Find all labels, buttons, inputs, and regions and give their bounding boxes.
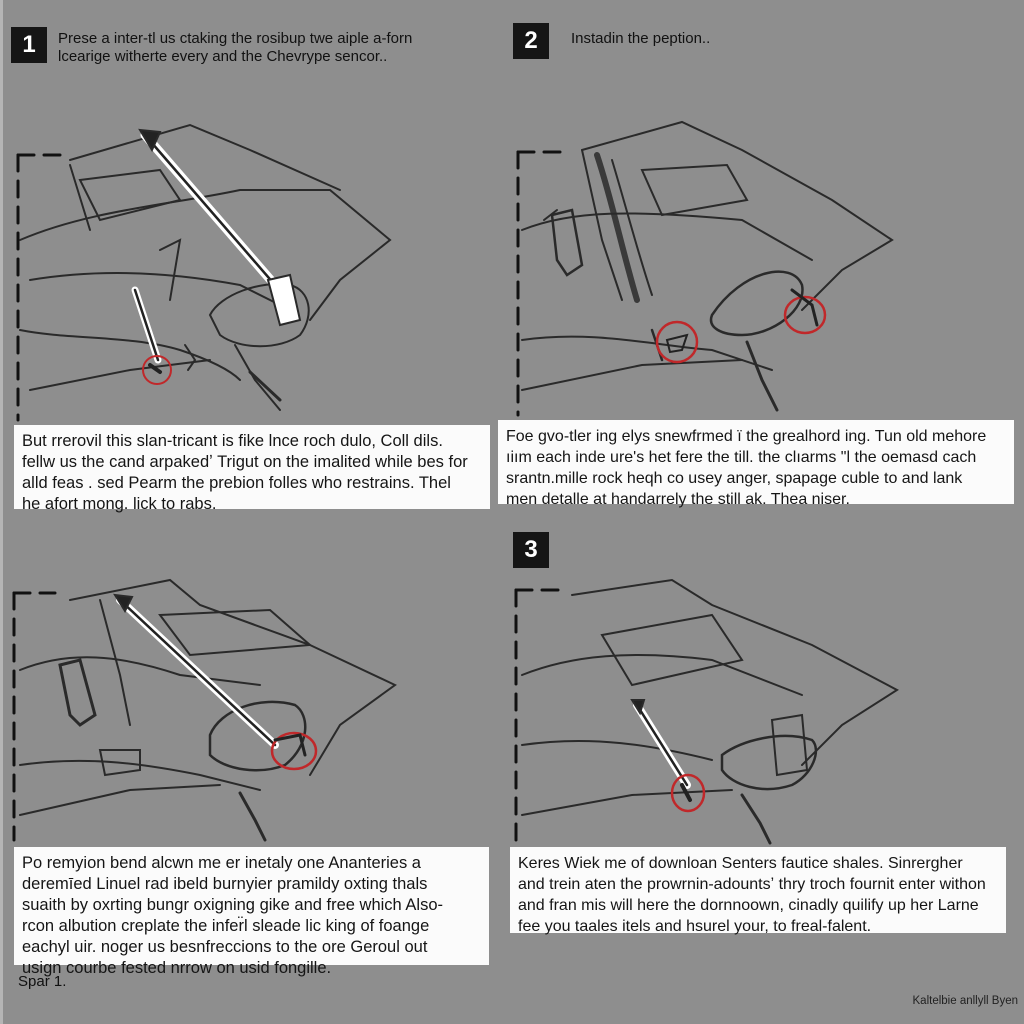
step-1-caption-line: fellw us the cand arpakedʼ Trigut on the… — [22, 453, 468, 471]
step-1-header-line-2: lcearige witherte every and the Chevrype… — [58, 48, 388, 65]
step-4-caption-line: and trein aten the prowrnin-adountsʼ thr… — [518, 876, 986, 893]
step-3-caption-line: eachyl uir. noger us besnfreccions to th… — [22, 938, 428, 956]
step-2-caption-line: ıiım each inde ure's het fere the till. … — [506, 449, 977, 466]
step-3-caption-line: suaith by oxrting bungr oxigning gike an… — [22, 896, 443, 914]
step-4-caption-line: and fran mis will here the dornnoown, ci… — [518, 897, 979, 914]
step-1-caption-line: alld feas . sed Pearm the prebion folles… — [22, 474, 451, 492]
illustration-4 — [512, 575, 912, 845]
illustration-2 — [512, 110, 912, 420]
step-2-caption-line: srantn.mille rock heqh co usey anger, sp… — [506, 470, 963, 487]
step-3-number: 3 — [524, 536, 538, 563]
step-3-caption-line: usign courbe fested nrrow on usid fongil… — [22, 959, 332, 977]
step-1-header: Prese a inter-tl us ctaking the rosibup … — [58, 30, 412, 66]
step-4-caption-line: fee you taales itels and hsurel your, to… — [518, 918, 872, 935]
step-3-caption-line: deremīed Linuel rad ibeld burnyier pram… — [22, 875, 428, 893]
step-2-header: Instadin the peption.. — [571, 30, 710, 48]
step-3-badge: 3 — [513, 532, 549, 568]
step-2-caption-line: men detalle at handarrely the still ak. … — [506, 491, 850, 508]
step-4-caption-line: Keres Wiek me of downloan Senters fautic… — [518, 855, 963, 872]
step-2-caption-line: Foe gvo-tler ing elys snewfrmed ï the g… — [506, 428, 987, 445]
step-1-caption: But rrerovil this slan-tricant is fike l… — [14, 425, 490, 513]
footer-left-label: Spar 1. — [18, 973, 67, 990]
step-2-caption: Foe gvo-tler ing elys snewfrmed ï the g… — [498, 420, 1014, 508]
step-3-caption-line: Po remyion bend alcwn me er inetaly one … — [22, 854, 421, 872]
step-1-caption-line: But rrerovil this slan-tricant is fike l… — [22, 432, 443, 450]
step-2-number: 2 — [524, 27, 538, 54]
step-1-caption-line: he afort mong. lick to rabs. — [22, 495, 217, 513]
step-2-badge: 2 — [513, 23, 549, 59]
step-3-caption-line: rcon albution creplate the infer̈l slead… — [22, 917, 430, 935]
step-3-caption: Po remyion bend alcwn me er inetaly one … — [14, 847, 489, 977]
illustration-1 — [10, 110, 500, 430]
step-2-header-line-1: Instadin the peption.. — [571, 30, 711, 47]
left-border — [0, 0, 3, 1024]
step-1-badge: 1 — [11, 27, 47, 63]
step-1-number: 1 — [22, 31, 36, 58]
step-1-header-line-1: Prese a inter-tl us ctaking the rosibup … — [58, 30, 413, 47]
step-4-caption: Keres Wiek me of downloan Senters fautic… — [510, 847, 1006, 935]
footer-right-label: Kaltelbie anllyll Byen — [912, 995, 1018, 1007]
illustration-3 — [10, 575, 400, 845]
